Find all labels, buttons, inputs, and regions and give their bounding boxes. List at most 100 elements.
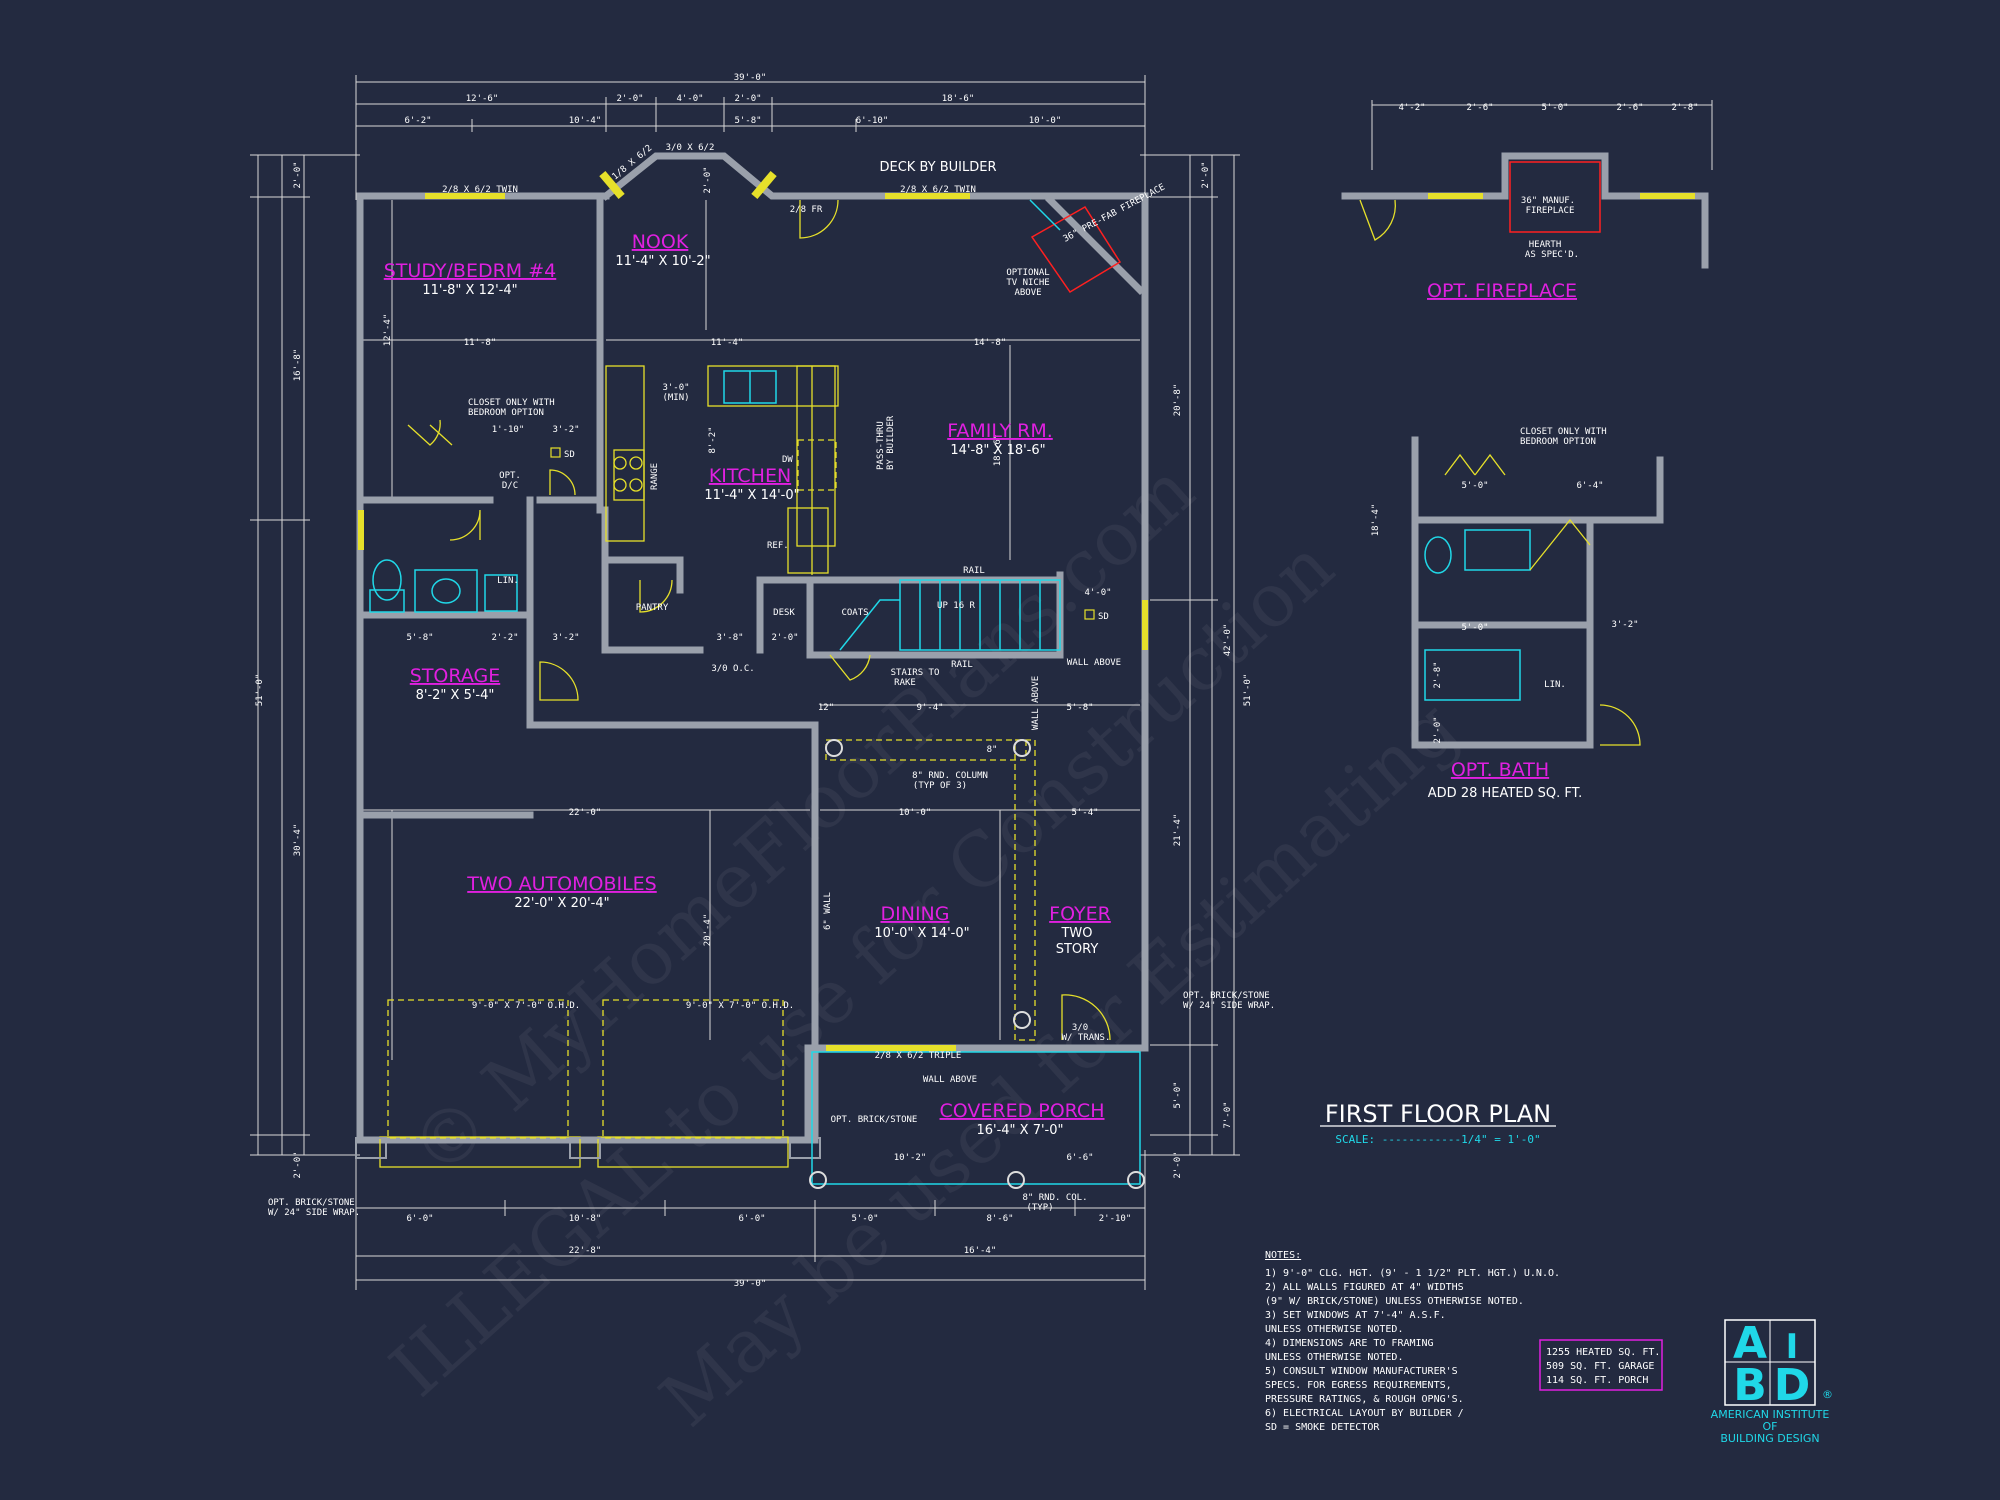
dim-int-4: 3'-0": [662, 383, 689, 393]
dim-int-16: 10'-0": [899, 808, 932, 818]
oc-label: 3/0 O.C.: [711, 664, 754, 674]
logo-org-3: BUILDING DESIGN: [1720, 1432, 1819, 1445]
dim-bath-f: 2'-8": [1433, 661, 1443, 688]
dim-int-13: 9'-4": [916, 703, 943, 713]
dimension-text: 39'-0" 12'-6" 2'-0" 4'-0" 2'-0" 18'-6" 6…: [255, 73, 1699, 1289]
note-8: 5) CONSULT WINDOW MANUFACTURER'S: [1265, 1366, 1458, 1377]
notes-title: NOTES:: [1265, 1250, 1301, 1261]
dim-int-7: 5'-8": [406, 633, 433, 643]
dim-fp-a: 4'-2": [1398, 103, 1425, 113]
dim-int-2: 11'-4": [711, 338, 744, 348]
room-garage-size: 22'-0" X 20'-4": [514, 896, 609, 911]
fireplace: [1029, 199, 1122, 294]
dim-int-5: 1'-10": [492, 425, 525, 435]
dim-bath-d: 3'-2": [1611, 620, 1638, 630]
dim-bot1-a: 6'-0": [406, 1214, 433, 1224]
opt-brick-wrap-2: W/ 24" SIDE WRAP.: [268, 1208, 360, 1218]
sd-label: SD: [564, 450, 575, 460]
lin-label: LIN.: [497, 576, 519, 586]
dim-top1-b: 2'-0": [616, 94, 643, 104]
room-foyer-size-2: STORY: [1056, 942, 1099, 957]
room-nook-name: NOOK: [632, 231, 689, 253]
dim-int-19: 10'-2": [894, 1153, 927, 1163]
sd-label-2: SD: [1098, 612, 1109, 622]
dim-bath-a: 5'-0": [1461, 481, 1488, 491]
room-family-name: FAMILY RM.: [947, 420, 1053, 442]
opt-fireplace-inset: [1341, 100, 1713, 269]
room-dining-name: DINING: [881, 903, 950, 925]
drawing-title: FIRST FLOOR PLAN: [1325, 1100, 1551, 1128]
closet-opt-1: CLOSET ONLY WITH: [468, 398, 555, 408]
dim-int-20: 6'-6": [1066, 1153, 1093, 1163]
window-twin-1: 2/8 X 6/2 TWIN: [442, 185, 518, 195]
dim-bot2-a: 22'-8": [569, 1246, 602, 1256]
closet-opt-bath-2: BEDROOM OPTION: [1520, 437, 1596, 447]
pass-thru-2: BY BUILDER: [886, 415, 896, 470]
rail-label-2: RAIL: [951, 660, 973, 670]
note-1: 1) 9'-0" CLG. HGT. (9' - 1 1/2" PLT. HGT…: [1265, 1268, 1560, 1279]
dim-right-overall: 51'-0": [1243, 674, 1253, 707]
pass-thru-1: PASS-THRU: [876, 421, 886, 470]
dim-fp-c: 5'-0": [1541, 103, 1568, 113]
dim-int-3: 14'-8": [974, 338, 1007, 348]
area-summary: 1255 HEATED SQ. FT. 509 SQ. FT. GARAGE 1…: [1546, 1347, 1660, 1386]
door-fr: 2/8 FR: [790, 205, 823, 215]
dim-bot1-c: 6'-0": [738, 1214, 765, 1224]
dim-left-a: 2'-0": [293, 161, 303, 188]
lin-label-bath: LIN.: [1544, 680, 1566, 690]
note-11: 6) ELECTRICAL LAYOUT BY BUILDER /: [1265, 1408, 1464, 1419]
room-foyer-name: FOYER: [1049, 903, 1111, 925]
room-storage-name: STORAGE: [410, 665, 500, 687]
dim-bot1-e: 8'-6": [986, 1214, 1013, 1224]
room-labels: STUDY/BEDRM #4 11'-8" X 12'-4" NOOK 11'-…: [384, 231, 1582, 1138]
note-4: 3) SET WINDOWS AT 7'-4" A.S.F.: [1265, 1310, 1446, 1321]
opt-brick: OPT. BRICK/STONE: [831, 1115, 918, 1125]
room-opt-bath-name: OPT. BATH: [1451, 759, 1549, 781]
dim-top2-a: 6'-2": [404, 116, 431, 126]
hearth-2: AS SPEC'D.: [1525, 250, 1579, 260]
bath-fixtures: [369, 559, 518, 613]
dim-top1-d: 2'-0": [734, 94, 761, 104]
dim-top2-b: 10'-4": [569, 116, 602, 126]
note-9: SPECS. FOR EGRESS REQUIREMENTS,: [1265, 1380, 1452, 1391]
dim-bath-g: 2'-0": [1433, 716, 1443, 743]
stairs: [839, 579, 1061, 651]
note-7: UNLESS OTHERWISE NOTED.: [1265, 1352, 1403, 1363]
window-triple: 2/8 X 6/2 TRIPLE: [875, 1051, 962, 1061]
porch: [809, 1051, 1145, 1189]
room-nook-size: 11'-4" X 10'-2": [615, 254, 710, 269]
window-bay: 3/0 X 6/2: [666, 143, 715, 153]
notes: NOTES: 1) 9'-0" CLG. HGT. (9' - 1 1/2" P…: [1265, 1250, 1560, 1433]
col-typ-2: (TYP): [1026, 1203, 1053, 1213]
note-6: 4) DIMENSIONS ARE TO FRAMING: [1265, 1338, 1434, 1349]
tv-niche-1: OPTIONAL: [1006, 268, 1049, 278]
wall-6: 6" WALL: [823, 892, 833, 930]
dim-int-6: 3'-2": [552, 425, 579, 435]
kitchen-fixtures: [605, 365, 839, 575]
logo-letter-b: B: [1733, 1360, 1767, 1411]
garage-doors: [355, 739, 1036, 1168]
dim-right-f: 7'-0": [1223, 1101, 1233, 1128]
dim-int-23: 2'-0": [703, 166, 713, 193]
dim-int-12: 4'-0": [1084, 588, 1111, 598]
logo-registered: ®: [1822, 1388, 1833, 1401]
desk-label: DESK: [773, 608, 795, 618]
dim-left-d: 2'-0": [293, 1151, 303, 1178]
room-study-size: 11'-8" X 12'-4": [422, 283, 517, 298]
room-garage-name: TWO AUTOMOBILES: [466, 873, 657, 895]
logo-org-2: OF: [1763, 1420, 1778, 1433]
room-opt-fireplace-name: OPT. FIREPLACE: [1427, 280, 1577, 302]
dim-right-b: 20'-8": [1173, 384, 1183, 417]
col-typ-1: 8" RND. COL.: [1022, 1193, 1087, 1203]
wall-above-3: WALL ABOVE: [923, 1075, 977, 1085]
ref-label: REF.: [767, 541, 789, 551]
pantry-label: PANTRY: [636, 603, 669, 613]
aibd-logo-text: A I B D ® AMERICAN INSTITUTE OF BUILDING…: [1711, 1318, 1833, 1445]
opt-dc-2: D/C: [502, 481, 518, 491]
dim-right-g: 2'-0": [1173, 1151, 1183, 1178]
hearth-1: HEARTH: [1529, 240, 1562, 250]
dim-top2-d: 6'-10": [856, 116, 889, 126]
room-kitchen-size: 11'-4" X 14'-0": [704, 488, 799, 503]
note-2: 2) ALL WALLS FIGURED AT 4" WIDTHS: [1265, 1282, 1464, 1293]
column-2: (TYP OF 3): [913, 781, 967, 791]
